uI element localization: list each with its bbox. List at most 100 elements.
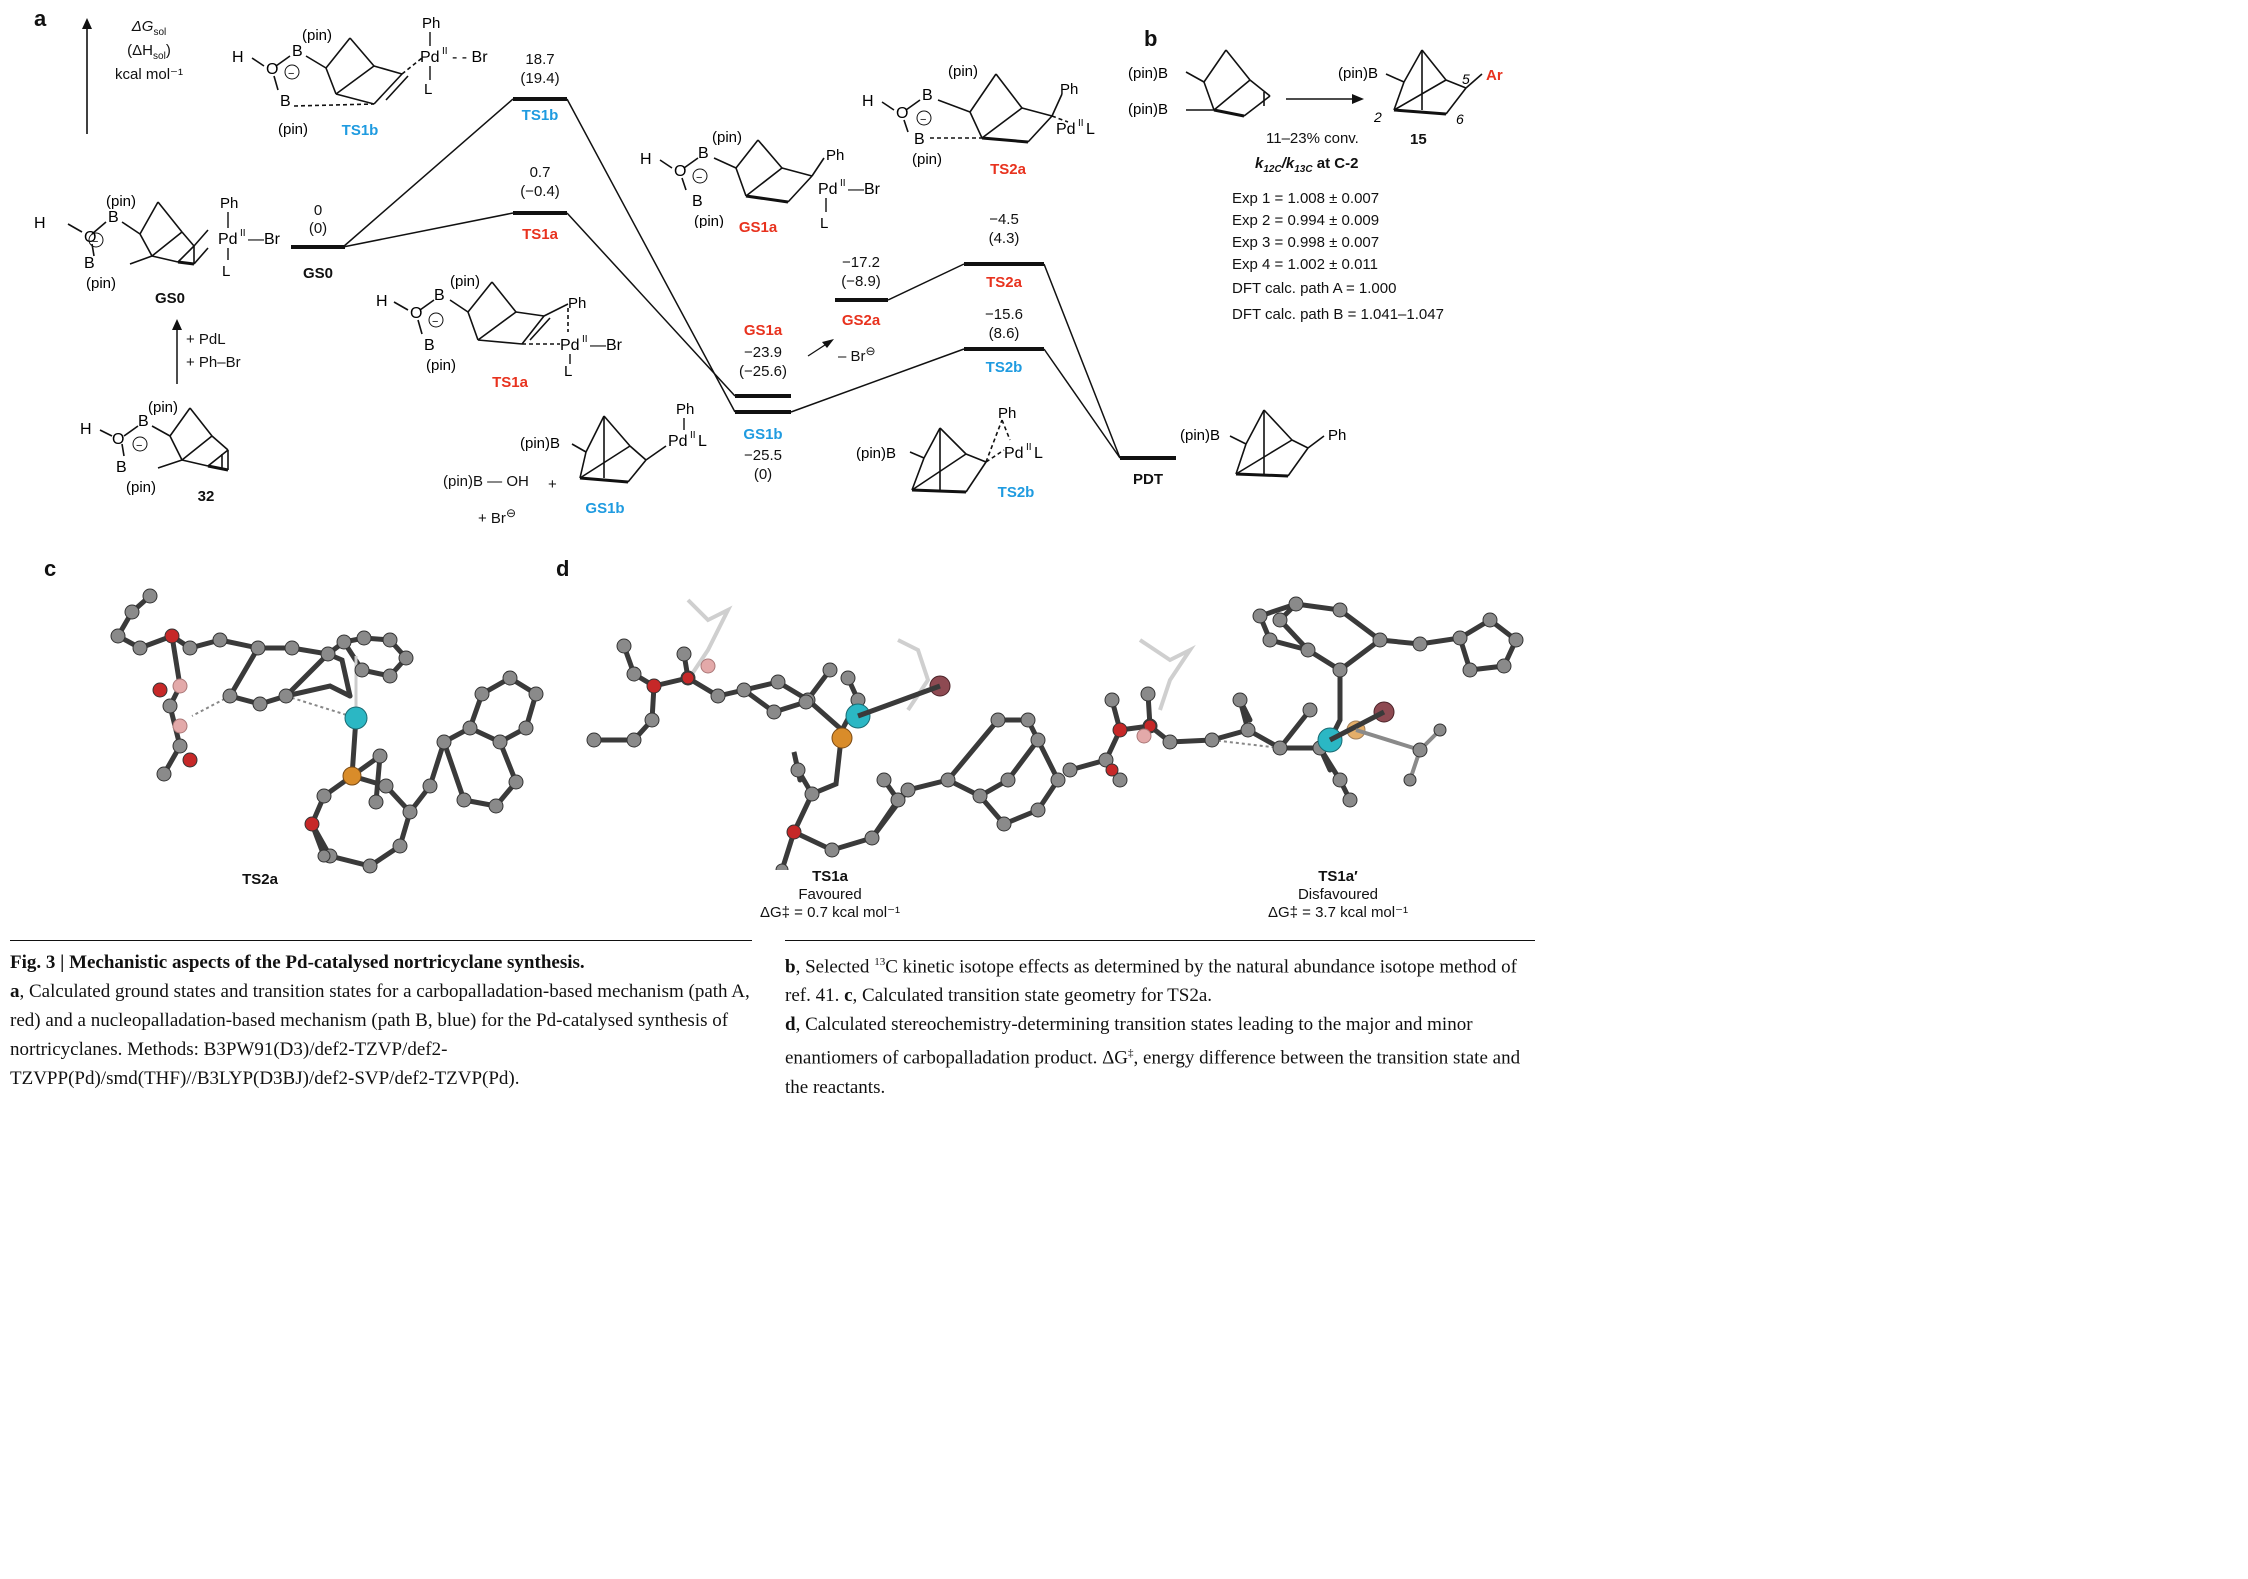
panel-label-a: a bbox=[34, 6, 47, 31]
svg-text:2: 2 bbox=[1373, 109, 1382, 125]
svg-text:L: L bbox=[564, 363, 572, 376]
structure-gs0: H O B B (pin) (pin) − Ph Pd II —Br L bbox=[34, 193, 281, 292]
svg-text:5: 5 bbox=[1462, 71, 1470, 87]
b-kie-title: k12C/k13C at C-2 bbox=[1255, 155, 1359, 175]
svg-text:Pd: Pd bbox=[818, 181, 838, 198]
label-gs0-structure: GS0 bbox=[154, 290, 185, 307]
svg-text:H: H bbox=[232, 49, 244, 66]
svg-text:(pin): (pin) bbox=[712, 129, 742, 146]
svg-text:(pin): (pin) bbox=[148, 399, 178, 416]
svg-text:Ph: Ph bbox=[1328, 427, 1346, 444]
svg-text:(pin): (pin) bbox=[694, 213, 724, 228]
svg-text:Ph: Ph bbox=[826, 147, 844, 164]
svg-text:Ph: Ph bbox=[568, 295, 586, 312]
svg-text:- - Br: - - Br bbox=[452, 49, 488, 66]
arrow-32-to-gs0 bbox=[172, 319, 182, 384]
svg-text:B: B bbox=[116, 459, 127, 476]
reagent-br-plus: + Br⊖ bbox=[478, 506, 516, 527]
svg-text:(pin): (pin) bbox=[86, 275, 116, 292]
level-ts2b bbox=[964, 347, 1044, 351]
svg-text:(pin)B: (pin)B bbox=[520, 435, 560, 452]
svg-text:(pin)B: (pin)B bbox=[1180, 427, 1220, 444]
b-result-1: Exp 1 = 1.008 ± 0.007 bbox=[1232, 190, 1380, 207]
panel-label-b: b bbox=[1144, 26, 1158, 51]
energy-axis-arrow bbox=[82, 18, 92, 134]
label-ts2b-structure: TS2b bbox=[997, 484, 1035, 501]
label-ts2a-structure: TS2a bbox=[990, 161, 1026, 178]
b-result-4: Exp 4 = 1.002 ± 0.011 bbox=[1232, 256, 1378, 273]
level-ts1b bbox=[513, 97, 567, 101]
svg-text:II: II bbox=[840, 178, 846, 189]
label-gs1b-structure: GS1b bbox=[585, 500, 625, 517]
structure-ts2a: H O B B (pin) (pin) − Ph Pd II L bbox=[862, 63, 1095, 168]
structure-b-product: (pin)B Ar 5 6 2 bbox=[1338, 49, 1503, 127]
svg-text:B: B bbox=[138, 413, 149, 430]
svg-text:H: H bbox=[376, 293, 388, 310]
svg-text:H: H bbox=[640, 151, 652, 168]
panel-label-c: c bbox=[44, 556, 57, 581]
svg-text:Ph: Ph bbox=[422, 15, 440, 32]
reagent-pdl: + PdL bbox=[186, 331, 226, 348]
svg-text:II: II bbox=[690, 430, 696, 441]
svg-text:B: B bbox=[698, 145, 709, 162]
svg-text:6: 6 bbox=[1456, 111, 1464, 127]
label-gs0: GS0 bbox=[302, 265, 333, 282]
svg-text:B: B bbox=[280, 93, 291, 110]
svg-text:−: − bbox=[288, 68, 294, 80]
level-ts1a bbox=[513, 211, 567, 215]
svg-text:−: − bbox=[92, 236, 98, 248]
svg-text:O: O bbox=[266, 61, 278, 78]
svg-text:(pin): (pin) bbox=[278, 121, 308, 138]
caption-divider-right bbox=[785, 940, 1535, 941]
svg-text:Ph: Ph bbox=[220, 195, 238, 212]
c-molecule-label: TS2a bbox=[242, 871, 278, 888]
bromide-loss: – Br⊖ bbox=[838, 344, 876, 365]
structure-gs1a: H O B B (pin) (pin) − Ph Pd II —Br L bbox=[640, 129, 881, 228]
svg-text:II: II bbox=[1078, 118, 1084, 129]
structure-ts1a: H O B B (pin) (pin) − Ph Pd II —Br L bbox=[376, 273, 623, 376]
d-right-caption: TS1a′ Disfavoured ΔG‡ = 3.7 kcal mol⁻¹ bbox=[1267, 868, 1409, 921]
b-result-6: DFT calc. path B = 1.041–1.047 bbox=[1232, 306, 1444, 323]
svg-text:(pin)B: (pin)B bbox=[1338, 65, 1378, 82]
svg-text:B: B bbox=[914, 131, 925, 148]
caption-figure-title: Fig. 3 | Mechanistic aspects of the Pd-c… bbox=[10, 952, 585, 973]
svg-text:L: L bbox=[424, 81, 432, 98]
svg-text:L: L bbox=[820, 215, 828, 228]
svg-text:L: L bbox=[1034, 445, 1043, 462]
svg-text:B: B bbox=[84, 255, 95, 272]
b-result-2: Exp 2 = 0.994 ± 0.009 bbox=[1232, 212, 1380, 229]
svg-text:H: H bbox=[862, 93, 874, 110]
svg-text:B: B bbox=[922, 87, 933, 104]
svg-text:Pd: Pd bbox=[560, 337, 580, 354]
b-conditions: 11–23% conv. bbox=[1266, 130, 1359, 147]
svg-text:Pd: Pd bbox=[1004, 445, 1024, 462]
label-gs1b: GS1b bbox=[743, 426, 783, 443]
caption-divider-left bbox=[10, 940, 752, 941]
svg-text:B: B bbox=[292, 43, 303, 60]
d-left-caption: TS1a Favoured ΔG‡ = 0.7 kcal mol⁻¹ bbox=[759, 868, 901, 921]
svg-text:(pin): (pin) bbox=[426, 357, 456, 374]
energy-gs1a: −23.9(−25.6) bbox=[739, 344, 787, 380]
energy-ts1b: 18.7(19.4) bbox=[520, 51, 560, 87]
molecule-ts1a-3d bbox=[586, 598, 1066, 870]
label-ts1b-structure: TS1b bbox=[341, 122, 379, 139]
level-gs1b bbox=[735, 410, 791, 414]
label-ts2b: TS2b bbox=[985, 359, 1023, 376]
caption-right: b, Selected 13C kinetic isotope effects … bbox=[785, 956, 1521, 1098]
svg-text:—Br: —Br bbox=[848, 181, 881, 198]
svg-text:O: O bbox=[674, 163, 686, 180]
svg-text:−: − bbox=[920, 114, 926, 126]
svg-text:II: II bbox=[1026, 442, 1032, 453]
b-pinB-2: (pin)B bbox=[1128, 101, 1168, 118]
svg-text:Pd: Pd bbox=[668, 433, 688, 450]
label-pdt: PDT bbox=[1133, 471, 1163, 488]
level-pdt bbox=[1120, 456, 1176, 460]
structure-gs1b: (pin)B Ph Pd II L bbox=[520, 401, 707, 484]
svg-text:II: II bbox=[442, 46, 448, 57]
b-product-number: 15 bbox=[1410, 131, 1427, 148]
svg-text:(pin): (pin) bbox=[302, 27, 332, 44]
svg-text:(pin): (pin) bbox=[106, 193, 136, 210]
caption-left: Fig. 3 | Mechanistic aspects of the Pd-c… bbox=[10, 952, 750, 1089]
b-pinB-1: (pin)B bbox=[1128, 65, 1168, 82]
svg-text:B: B bbox=[692, 193, 703, 210]
